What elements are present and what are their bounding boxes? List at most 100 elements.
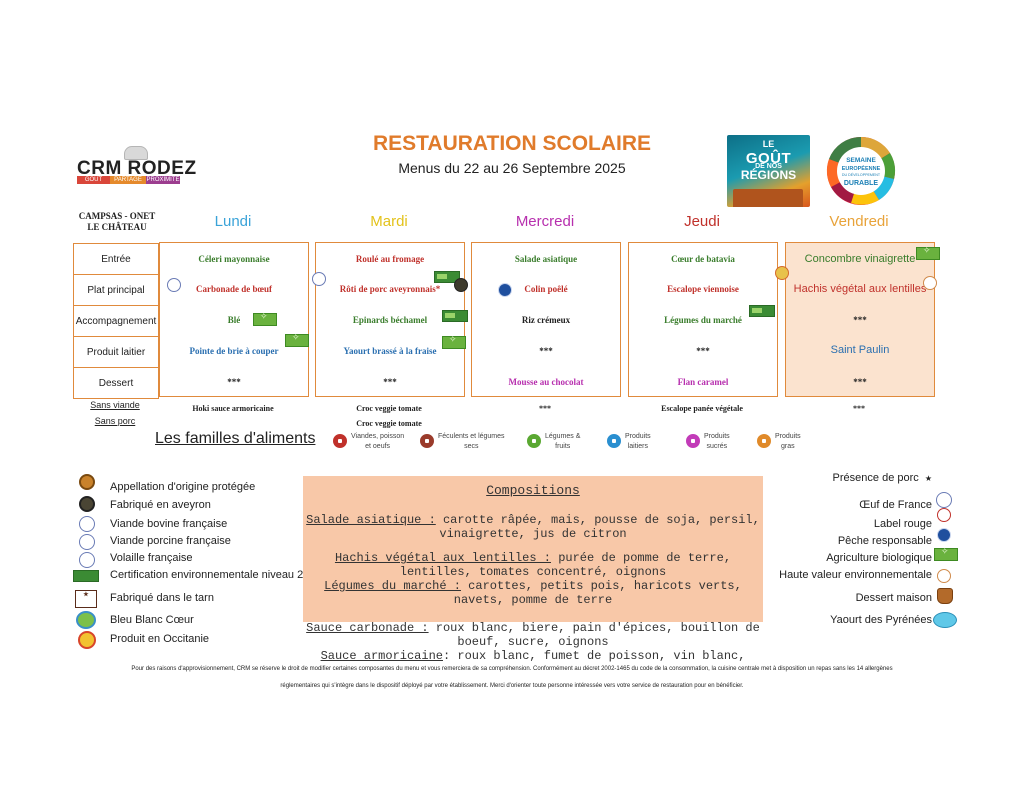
legend-yaourt: Yaourt des Pyrénées — [830, 614, 932, 626]
svg-text:SEMAINE: SEMAINE — [846, 157, 876, 164]
page-title: RESTAURATION SCOLAIRE — [372, 132, 652, 155]
legend-egg: Œuf de France — [859, 499, 932, 511]
yaourt-icon — [933, 612, 957, 628]
starch-icon — [420, 434, 434, 448]
sans-porc-item: Croc veggie tomate — [356, 419, 422, 428]
gout-regions-badge: LE GOÛT RÉGIONS DE NOS — [727, 135, 810, 207]
menu-item-laitier: Yaourt brassé à la fraise — [343, 346, 437, 356]
occitanie-icon — [78, 631, 96, 649]
poultry-fr-icon — [79, 552, 95, 568]
pork-star-icon: ★ — [924, 474, 932, 483]
day-name-mardi: Mardi — [370, 213, 408, 230]
menu-item-accompagnement: Blé — [227, 315, 241, 325]
legend-dessert: Dessert maison — [855, 592, 932, 604]
env-cert-icon — [749, 305, 775, 317]
footer-disclaimer-2: réglementaires qui s'intègre dans le dis… — [280, 683, 744, 689]
day-name-lundi: Lundi — [214, 213, 252, 230]
day-name-vendredi: Vendredi — [829, 213, 889, 230]
day-column-vendredi: Concombre vinaigrette Hachis végétal aux… — [775, 242, 940, 397]
compo-legumes: Légumes du marché : carottes, petits poi… — [324, 579, 742, 593]
legend-fishing: Pêche responsable — [837, 535, 932, 547]
bio-icon — [285, 332, 309, 347]
menu-item-accompagnement: *** — [853, 315, 867, 325]
pork-fr-icon — [312, 272, 326, 286]
logo-tag-gout: GOÛT — [77, 176, 110, 184]
legend-aop: Appellation d'origine protégée — [110, 481, 256, 493]
menu-item-dessert: Mousse au chocolat — [508, 377, 584, 387]
bio-icon — [934, 546, 958, 561]
menu-item-entree: Concombre vinaigrette — [804, 253, 916, 265]
fat-icon — [757, 434, 771, 448]
menu-item-plat: Rôti de porc aveyronnais* — [339, 284, 441, 294]
menu-item-laitier: *** — [539, 346, 553, 356]
chef-hat-icon — [124, 146, 148, 160]
alt-mardi: Croc veggie tomate Croc veggie tomate — [314, 401, 464, 431]
dairy-icon — [607, 434, 621, 448]
row-label-dessert: Dessert — [73, 367, 159, 399]
legend-pork: Viande porcine française — [110, 535, 231, 547]
row-label-entree: Entrée — [73, 243, 159, 275]
logo-tag-partage: PARTAGE — [110, 176, 146, 184]
legend-beef: Viande bovine française — [110, 518, 228, 530]
bio-icon — [442, 334, 466, 349]
day-column-mercredi: Salade asiatique Colin poêlé Riz crémeux… — [471, 242, 621, 397]
svg-text:DURABLE: DURABLE — [844, 180, 879, 187]
legend-aveyron: Fabriqué en aveyron — [110, 499, 211, 511]
menu-item-laitier: *** — [696, 346, 710, 356]
menu-item-dessert: Flan caramel — [677, 377, 729, 387]
crm-logo: CRM RODEZ — [77, 158, 197, 179]
env-cert-icon — [442, 310, 468, 322]
compo-carbonade: Sauce carbonade : roux blanc, biere, pai… — [306, 621, 760, 635]
legend-poultry: Volaille française — [110, 552, 193, 564]
occitanie-icon — [775, 266, 789, 280]
legend-bbc: Bleu Blanc Cœur — [110, 614, 194, 626]
env-cert-icon — [73, 570, 99, 582]
sans-viande-item: *** — [853, 404, 865, 413]
day-column-mardi: Roulé au fromage Rôti de porc aveyronnai… — [312, 242, 468, 397]
row-label-accompagnement: Accompagnement — [73, 305, 159, 337]
label-sans-porc: Sans porc — [94, 416, 136, 426]
sweet-icon — [686, 434, 700, 448]
row-label-laitier: Produit laitier — [73, 336, 159, 368]
label-rouge-icon — [937, 508, 951, 522]
alt-vendredi: *** — [784, 401, 934, 416]
sans-viande-item: *** — [539, 404, 551, 413]
hve-icon — [937, 569, 951, 583]
logo-tag-proximite: PROXIMITÉ — [146, 176, 180, 184]
fishing-icon — [498, 283, 512, 297]
beef-fr-icon — [79, 516, 95, 532]
alt-jeudi: Escalope panée végétale — [627, 401, 777, 416]
menu-item-accompagnement: Légumes du marché — [664, 315, 742, 325]
families-title: Les familles d'aliments — [155, 430, 316, 447]
compositions-box: Compositions Salade asiatique : carotte … — [303, 476, 763, 622]
label-sans-viande: Sans viande — [90, 400, 140, 410]
beef-fr-icon — [167, 278, 181, 292]
sans-viande-item: Escalope panée végétale — [661, 404, 743, 413]
env-cert-icon — [434, 271, 460, 283]
fishing-icon — [937, 528, 951, 542]
menu-item-plat: Hachis végétal aux lentilles — [793, 283, 927, 295]
svg-text:EUROPÉENNE: EUROPÉENNE — [842, 164, 881, 172]
legend-bio: Agriculture biologique — [826, 552, 932, 564]
menu-item-plat: Colin poêlé — [524, 284, 568, 294]
compositions-title: Compositions — [486, 483, 580, 498]
family-vegetables: Légumes &fruits — [527, 432, 580, 452]
legend-occitanie: Produit en Occitanie — [110, 633, 210, 645]
legend-hve: Haute valeur environnementale — [779, 569, 932, 581]
svg-text:DU DÉVELOPPEMENT: DU DÉVELOPPEMENT — [842, 172, 881, 177]
menu-item-accompagnement: Epinards béchamel — [352, 315, 428, 325]
bio-icon — [916, 245, 940, 260]
menu-item-laitier: Pointe de brie à couper — [189, 346, 279, 356]
menu-item-entree: Roulé au fromage — [355, 254, 425, 264]
footer-disclaimer-1: Pour des raisons d'approvisionnement, CR… — [131, 666, 893, 672]
sans-viande-item: Hoki sauce armoricaine — [192, 404, 274, 413]
bio-icon — [253, 311, 277, 326]
aveyron-icon — [454, 278, 468, 292]
menu-item-dessert: *** — [383, 377, 397, 387]
egg-fr-icon — [936, 492, 952, 508]
